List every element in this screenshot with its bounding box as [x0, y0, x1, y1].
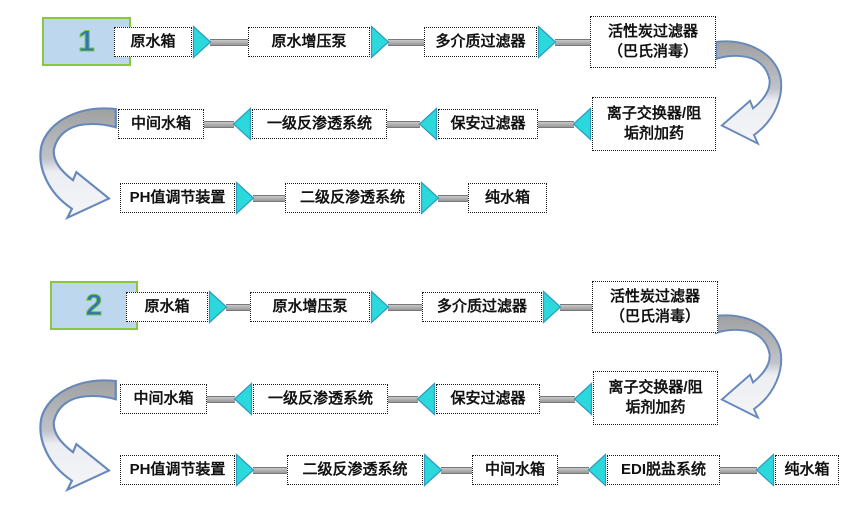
step-box-second-stage-ro: 二级反渗透系统: [287, 455, 423, 485]
pipe-connector: [388, 39, 424, 46]
step-box-pure-water-tank: 纯水箱: [468, 183, 547, 213]
arrow-left-icon: [572, 107, 592, 141]
step-box-second-stage-ro: 二级反渗透系统: [285, 183, 420, 213]
pipe-connector: [558, 467, 589, 474]
pipe-connector: [388, 396, 418, 403]
step-box-intermediate-tank: 中间水箱: [472, 455, 558, 485]
pipe-connector: [207, 396, 235, 403]
step-box-ion-exchanger: 离子交换器/阻 垢剂加药: [592, 97, 716, 151]
step-box-ion-exchanger: 离子交换器/阻 垢剂加药: [593, 371, 718, 425]
arrow-right-icon: [192, 25, 212, 59]
pipe-connector: [555, 39, 590, 46]
pipe-connector: [204, 121, 234, 128]
pipe-connector: [388, 304, 422, 311]
step-box-booster-pump: 原水增压泵: [250, 292, 370, 322]
pipe-connector: [438, 195, 468, 202]
arrow-left-icon: [416, 382, 436, 416]
step-box-first-stage-ro: 一级反渗透系统: [252, 109, 387, 139]
arrow-right-icon: [537, 25, 557, 59]
arrow-right-icon: [370, 290, 390, 324]
arrow-right-icon: [235, 453, 255, 487]
flow-number-badge: 2: [50, 281, 138, 330]
step-box-activated-carbon-filter: 活性炭过滤器 （巴氏消毒）: [592, 281, 718, 333]
step-box-intermediate-tank: 中间水箱: [120, 384, 207, 414]
arrow-right-icon: [208, 290, 228, 324]
step-box-edi-desalination: EDI脱盐系统: [607, 455, 720, 485]
arrow-left-icon: [587, 453, 607, 487]
pipe-connector: [387, 121, 420, 128]
pipe-connector: [253, 195, 285, 202]
step-box-security-filter: 保安过滤器: [436, 384, 540, 414]
arrow-right-icon: [423, 453, 443, 487]
step-box-ph-adjuster: PH值调节装置: [120, 455, 235, 485]
arrow-left-icon: [755, 453, 775, 487]
pipe-connector: [210, 39, 250, 46]
arrow-right-icon: [370, 25, 390, 59]
pipe-connector: [540, 396, 575, 403]
pipe-connector: [560, 304, 592, 311]
arrow-left-icon: [573, 382, 593, 416]
step-box-ph-adjuster: PH值调节装置: [120, 183, 235, 213]
step-box-pure-water-tank: 纯水箱: [775, 455, 839, 485]
arrow-right-icon: [542, 290, 562, 324]
pipe-connector: [720, 467, 757, 474]
arrow-left-icon: [232, 107, 252, 141]
pipe-connector: [441, 467, 472, 474]
arrow-left-icon: [418, 107, 438, 141]
curved-arrow-down-right-icon: [39, 379, 117, 493]
step-box-raw-water-tank: 原水箱: [126, 292, 208, 322]
step-box-security-filter: 保安过滤器: [438, 109, 538, 139]
pipe-connector: [226, 304, 250, 311]
pipe-connector: [538, 121, 574, 128]
step-box-booster-pump: 原水增压泵: [248, 27, 370, 57]
step-box-multimedia-filter: 多介质过滤器: [422, 292, 542, 322]
arrow-right-icon: [420, 181, 440, 215]
step-box-first-stage-ro: 一级反渗透系统: [253, 384, 388, 414]
step-box-activated-carbon-filter: 活性炭过滤器 （巴氏消毒）: [590, 16, 716, 68]
curved-arrow-down-left-icon: [714, 314, 783, 420]
curved-arrow-down-right-icon: [39, 107, 117, 221]
step-box-raw-water-tank: 原水箱: [114, 27, 192, 57]
pipe-connector: [253, 467, 287, 474]
step-box-intermediate-tank: 中间水箱: [118, 109, 204, 139]
arrow-left-icon: [233, 382, 253, 416]
arrow-right-icon: [235, 181, 255, 215]
step-box-multimedia-filter: 多介质过滤器: [424, 27, 537, 57]
curved-arrow-down-left-icon: [714, 40, 783, 146]
